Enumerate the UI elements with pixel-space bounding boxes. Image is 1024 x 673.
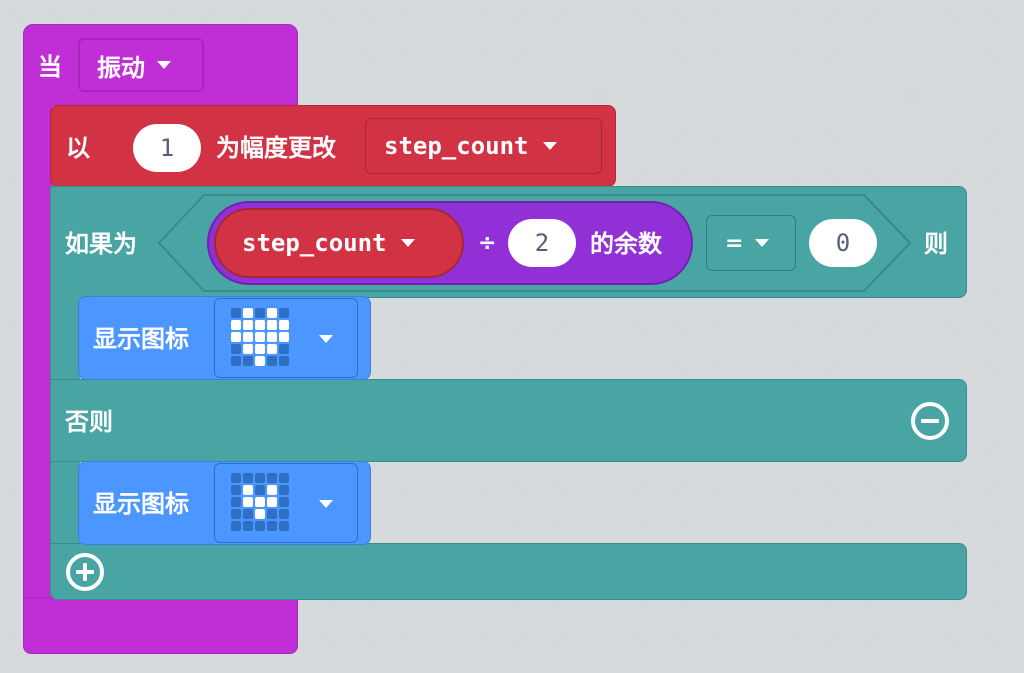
led-pixel (243, 485, 253, 495)
led-pixel (279, 521, 289, 531)
chevron-down-icon (319, 500, 333, 508)
on-event-prefix: 当 (38, 53, 62, 81)
event-dropdown-label: 振动 (97, 53, 145, 82)
change-suffix: 为幅度更改 (216, 134, 336, 162)
led-pixel (231, 485, 241, 495)
then-label: 则 (924, 230, 948, 258)
remainder-suffix: 的余数 (590, 230, 662, 258)
on-event-block-bottom[interactable] (23, 597, 298, 654)
mod-variable-label: step_count (242, 229, 387, 257)
led-pixel (267, 497, 277, 507)
compare-operator-label: = (725, 230, 744, 256)
change-prefix: 以 (66, 134, 90, 162)
led-pixel (279, 344, 289, 354)
led-pixel (267, 344, 277, 354)
led-pixel (255, 356, 265, 366)
led-pixel (231, 320, 241, 330)
led-pixel (231, 497, 241, 507)
led-pixel (231, 356, 241, 366)
icon-preview-small-heart (231, 473, 289, 531)
show-icon-label-2: 显示图标 (93, 490, 189, 518)
amount-value: 1 (159, 134, 175, 162)
icon-dropdown-1[interactable] (214, 298, 358, 378)
led-pixel (255, 497, 265, 507)
led-pixel (231, 473, 241, 483)
led-pixel (267, 320, 277, 330)
led-pixel (279, 332, 289, 342)
led-pixel (279, 485, 289, 495)
led-pixel (231, 332, 241, 342)
led-pixel (279, 320, 289, 330)
variable-dropdown-label: step_count (384, 132, 529, 160)
led-pixel (243, 497, 253, 507)
led-pixel (279, 308, 289, 318)
led-pixel (267, 473, 277, 483)
chevron-down-icon (400, 239, 415, 247)
led-pixel (267, 332, 277, 342)
led-pixel (279, 473, 289, 483)
led-pixel (255, 521, 265, 531)
led-pixel (279, 509, 289, 519)
variable-dropdown[interactable]: step_count (365, 118, 602, 174)
led-pixel (243, 356, 253, 366)
led-pixel (231, 521, 241, 531)
event-dropdown[interactable]: 振动 (78, 38, 204, 92)
led-pixel (267, 521, 277, 531)
else-section[interactable] (50, 379, 967, 462)
led-pixel (243, 473, 253, 483)
led-pixel (267, 308, 277, 318)
chevron-down-icon (542, 142, 557, 150)
led-pixel (279, 497, 289, 507)
led-pixel (255, 344, 265, 354)
chevron-down-icon (319, 335, 333, 343)
amount-input[interactable]: 1 (133, 124, 201, 172)
divisor-value: 2 (534, 229, 550, 257)
remove-else-icon[interactable] (911, 402, 949, 440)
chevron-down-icon (755, 239, 770, 247)
if-label: 如果为 (65, 230, 137, 258)
show-icon-label-1: 显示图标 (93, 325, 189, 353)
led-pixel (243, 509, 253, 519)
led-pixel (231, 509, 241, 519)
led-pixel (279, 356, 289, 366)
led-pixel (267, 356, 277, 366)
led-pixel (255, 332, 265, 342)
icon-dropdown-2[interactable] (214, 463, 358, 543)
if-else-block-bottom[interactable] (50, 543, 967, 600)
else-label: 否则 (65, 408, 113, 436)
led-pixel (255, 509, 265, 519)
led-pixel (255, 308, 265, 318)
led-pixel (243, 521, 253, 531)
chevron-down-icon (157, 61, 171, 69)
led-pixel (231, 344, 241, 354)
led-pixel (243, 308, 253, 318)
led-pixel (255, 485, 265, 495)
divide-operator: ÷ (478, 231, 497, 256)
led-pixel (243, 320, 253, 330)
mod-variable-dropdown[interactable]: step_count (214, 208, 464, 278)
compare-rhs-value: 0 (835, 229, 851, 257)
led-pixel (231, 308, 241, 318)
led-pixel (255, 473, 265, 483)
led-pixel (255, 320, 265, 330)
icon-preview-heart (231, 308, 289, 366)
led-pixel (243, 344, 253, 354)
led-pixel (243, 332, 253, 342)
compare-operator-dropdown[interactable]: = (706, 215, 796, 271)
compare-rhs-input[interactable]: 0 (809, 219, 877, 267)
on-event-block-arm[interactable] (23, 100, 53, 600)
led-pixel (267, 509, 277, 519)
divisor-input[interactable]: 2 (508, 219, 576, 267)
add-branch-icon[interactable] (66, 553, 104, 591)
led-pixel (267, 485, 277, 495)
